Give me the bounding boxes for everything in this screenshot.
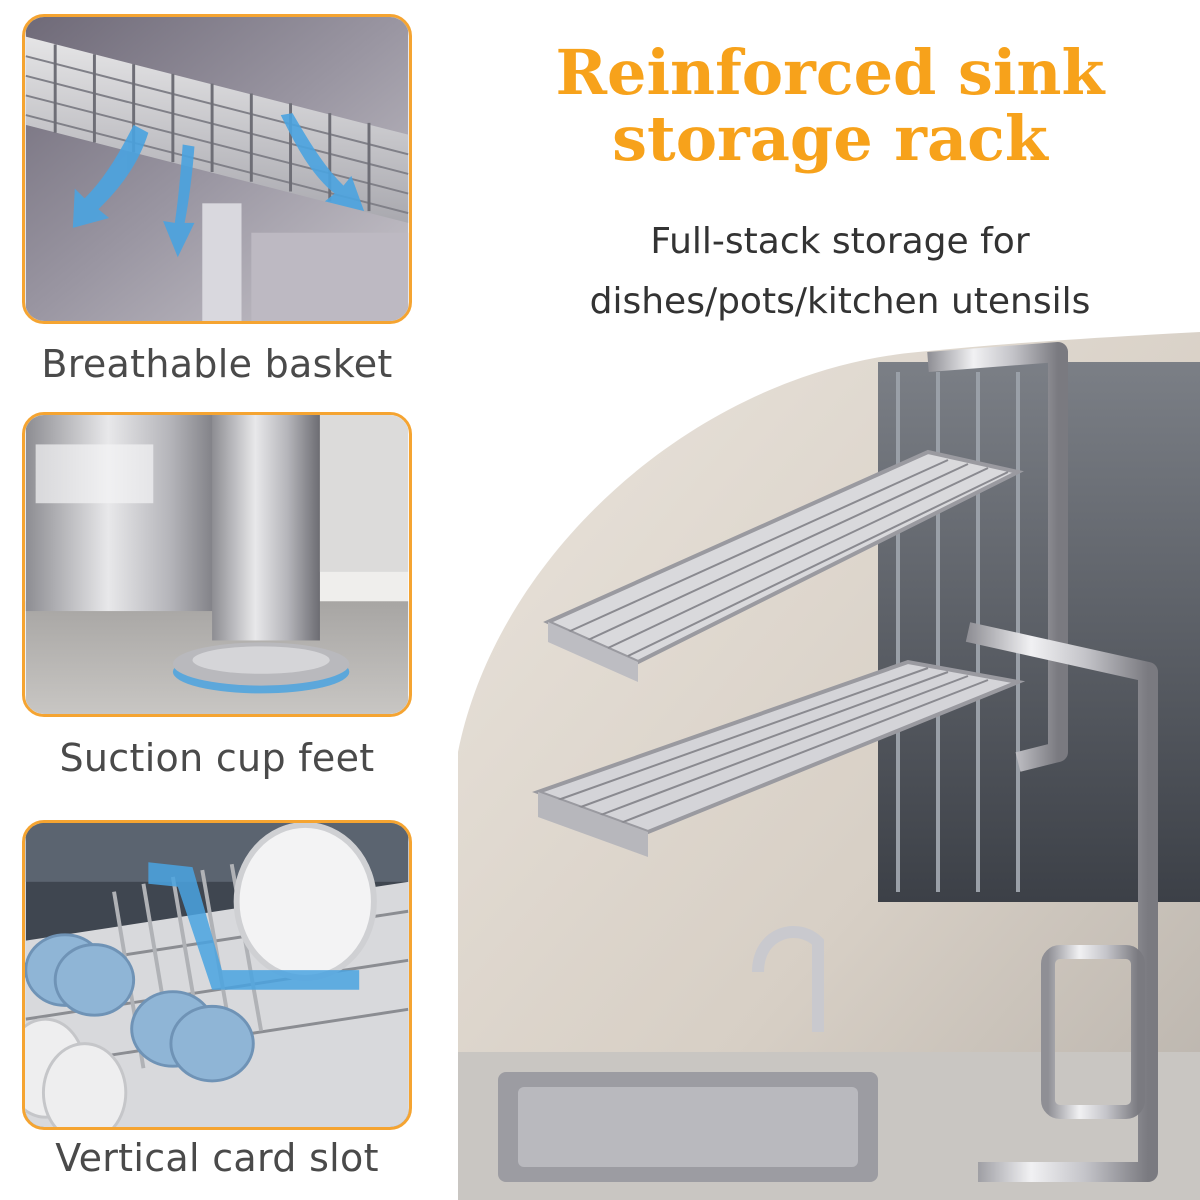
suction-cup-icon [172, 642, 350, 694]
sink-storage-rack-illustration [458, 332, 1200, 1200]
caption-vertical-card-slot: Vertical card slot [55, 1136, 379, 1180]
headline-line-2: storage rack [612, 102, 1048, 175]
dish-slot-icon [148, 862, 360, 990]
hero-product-image [458, 332, 1200, 1200]
headline: Reinforced sink storage rack [480, 40, 1180, 172]
breathable-basket-image [25, 17, 409, 321]
headline-line-1: Reinforced sink [555, 36, 1105, 109]
feature-panel-suction-cup-feet [22, 412, 412, 717]
suction-cup-feet-image [25, 415, 409, 714]
caption-suction-cup-feet: Suction cup feet [59, 736, 375, 780]
airflow-arrows-icon [72, 113, 365, 258]
subheadline-line-1: Full-stack storage for [650, 221, 1030, 262]
feature-panel-vertical-card-slot [22, 820, 412, 1130]
feature-panel-breathable-basket [22, 14, 412, 324]
subheadline: Full-stack storage for dishes/pots/kitch… [520, 212, 1160, 332]
vertical-card-slot-image [25, 823, 409, 1127]
caption-breathable-basket: Breathable basket [41, 342, 393, 386]
subheadline-line-2: dishes/pots/kitchen utensils [589, 281, 1091, 322]
